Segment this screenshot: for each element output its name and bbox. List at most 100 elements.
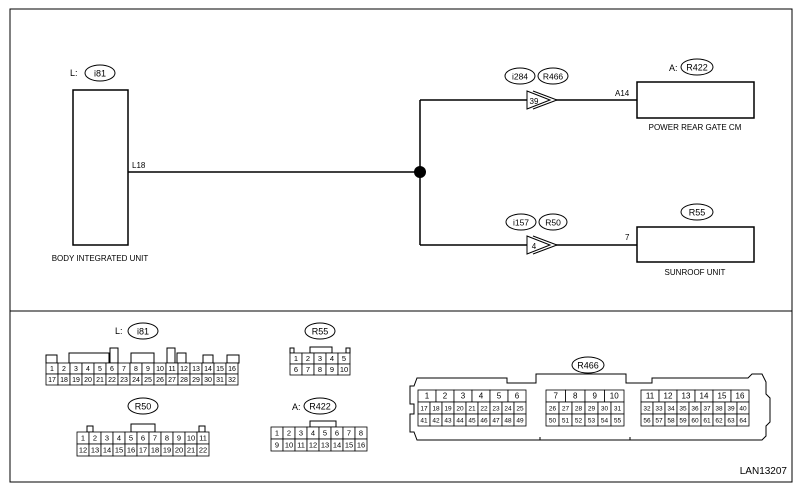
conn-r422-pin-label: 5 (323, 429, 327, 438)
conn-i81-pin-label: 5 (98, 366, 102, 373)
conn-r466-pin-label: 55 (614, 417, 622, 424)
inline-connector-sunroof-icon (526, 235, 552, 255)
conn-i81-pin-label: 9 (146, 366, 150, 373)
conn-r466-pin-label: 1 (425, 391, 430, 400)
conn-i81-pin-label: 28 (180, 377, 188, 384)
conn-r50-pin-label: 6 (141, 434, 145, 443)
conn-r466-pin-label: 16 (736, 391, 745, 400)
inline-sunroof-oval-a (505, 213, 537, 231)
inline-connector-rear-gate-chevron (532, 90, 559, 110)
body-unit-label: BODY INTEGRATED UNIT (52, 254, 149, 263)
conn-r55-pin-label: 3 (318, 354, 322, 363)
conn-i81-pin-label: 20 (84, 377, 92, 384)
conn-i81-name: i81 (137, 327, 149, 337)
conn-r422-cavity (354, 438, 368, 452)
conn-i81-pin-label: 11 (168, 366, 175, 373)
conn-r466-oval (571, 356, 605, 374)
conn-r466-pin-label: 41 (420, 417, 428, 424)
conn-r50-pin-label: 8 (165, 434, 169, 443)
conn-r50-pin-label: 1 (81, 434, 85, 443)
conn-r466-pin-label: 49 (516, 417, 524, 424)
conn-r50-pin-label: 14 (103, 446, 111, 455)
conn-r466-pin-label: 33 (655, 405, 663, 412)
conn-r466-pin-label: 4 (479, 391, 484, 400)
conn-i81-pin-label: 32 (228, 377, 236, 384)
conn-r422-pin-label: 8 (359, 429, 363, 438)
conn-r466-pin-label: 47 (492, 417, 500, 424)
conn-r55-pin-label: 4 (330, 354, 334, 363)
conn-r422-pin-label: 13 (321, 441, 329, 450)
conn-r466-pin-label: 21 (468, 405, 476, 412)
conn-r50-pin-label: 15 (115, 446, 123, 455)
conn-r466-housing (409, 373, 771, 441)
body-unit-connector-label: i81 (94, 69, 106, 79)
conn-r466-pin-label: 39 (727, 405, 735, 412)
conn-r466-pin-label: 10 (610, 391, 619, 400)
conn-r466-pin-label: 9 (593, 391, 598, 400)
conn-r50-pin-label: 7 (153, 434, 157, 443)
conn-r422-pin-label: 12 (309, 441, 317, 450)
conn-r55-pin-label: 6 (294, 365, 298, 374)
conn-r466-pin-label: 23 (492, 405, 500, 412)
conn-r50-pin-label: 17 (139, 446, 147, 455)
conn-r55-pin-label: 8 (318, 365, 322, 374)
rear-gate-connector-label: R422 (686, 63, 708, 73)
conn-i81-prefix: L: (115, 326, 123, 336)
conn-r466-pin-label: 42 (432, 417, 440, 424)
conn-i81-cavity (225, 373, 239, 386)
conn-i81-pin-label: 2 (62, 366, 66, 373)
conn-r50-pin-label: 13 (91, 446, 99, 455)
conn-r50-pin-label: 18 (151, 446, 159, 455)
conn-r466-pin-label: 11 (646, 391, 655, 400)
inline-pin-sunroof: 4 (532, 242, 537, 251)
conn-r422-tabs (309, 420, 337, 428)
conn-r466-pin-label: 61 (703, 417, 711, 424)
conn-r466-pin-label: 7 (554, 391, 559, 400)
conn-i81-pin-label: 6 (110, 366, 114, 373)
conn-r55-pin-label: 10 (340, 365, 348, 374)
conn-r422-oval (303, 397, 337, 415)
conn-r55-pin-label: 7 (306, 365, 310, 374)
outer-frame (9, 8, 793, 483)
conn-r50-pin-label: 16 (127, 446, 135, 455)
splice-point (414, 166, 426, 178)
conn-i81-pin-label: 13 (192, 366, 200, 373)
conn-r50-pin-label: 5 (129, 434, 133, 443)
conn-r422-pin-label: 4 (311, 429, 315, 438)
conn-r466-name: R466 (577, 361, 599, 371)
conn-i81-pin-label: 24 (132, 377, 140, 384)
conn-r466-pin-label: 60 (691, 417, 699, 424)
conn-r466-pin-label: 3 (461, 391, 466, 400)
conn-r466-pin-label: 30 (601, 405, 609, 412)
inline-rear-gate-oval-a (504, 67, 536, 85)
conn-r466-pin-label: 59 (679, 417, 687, 424)
rear-gate-label: POWER REAR GATE CM (649, 123, 742, 132)
conn-r466-pin-label: 14 (700, 391, 709, 400)
conn-r466-pin-label: 52 (575, 417, 583, 424)
conn-r422-pin-label: 2 (287, 429, 291, 438)
conn-r466-pin-label: 5 (497, 391, 502, 400)
figure-id: LAN13207 (740, 466, 788, 477)
sunroof-connector-oval (680, 203, 714, 221)
inline-sunroof-oval-b (538, 213, 568, 231)
conn-r466-pin-label: 51 (562, 417, 570, 424)
conn-r422-prefix: A: (292, 402, 301, 412)
conn-r422-pin-label: 14 (333, 441, 341, 450)
conn-r50-pin-label: 2 (93, 434, 97, 443)
conn-r466-pin-label: 38 (715, 405, 723, 412)
conn-r466-pin-label: 6 (515, 391, 520, 400)
conn-r466-pin-label: 8 (573, 391, 578, 400)
conn-i81-pin-label: 10 (156, 366, 164, 373)
conn-i81-pin-label: 26 (156, 377, 164, 384)
conn-r422-pin-label: 3 (299, 429, 303, 438)
conn-r466-pin-label: 19 (444, 405, 452, 412)
conn-r50-pin-label: 21 (187, 446, 195, 455)
conn-r466-cavity (513, 413, 527, 427)
conn-r466-pin-label: 40 (739, 405, 747, 412)
conn-r466-pin-label: 17 (420, 405, 428, 412)
inline-rear-gate-label-a: i284 (512, 72, 528, 82)
conn-r466-pin-label: 27 (562, 405, 570, 412)
